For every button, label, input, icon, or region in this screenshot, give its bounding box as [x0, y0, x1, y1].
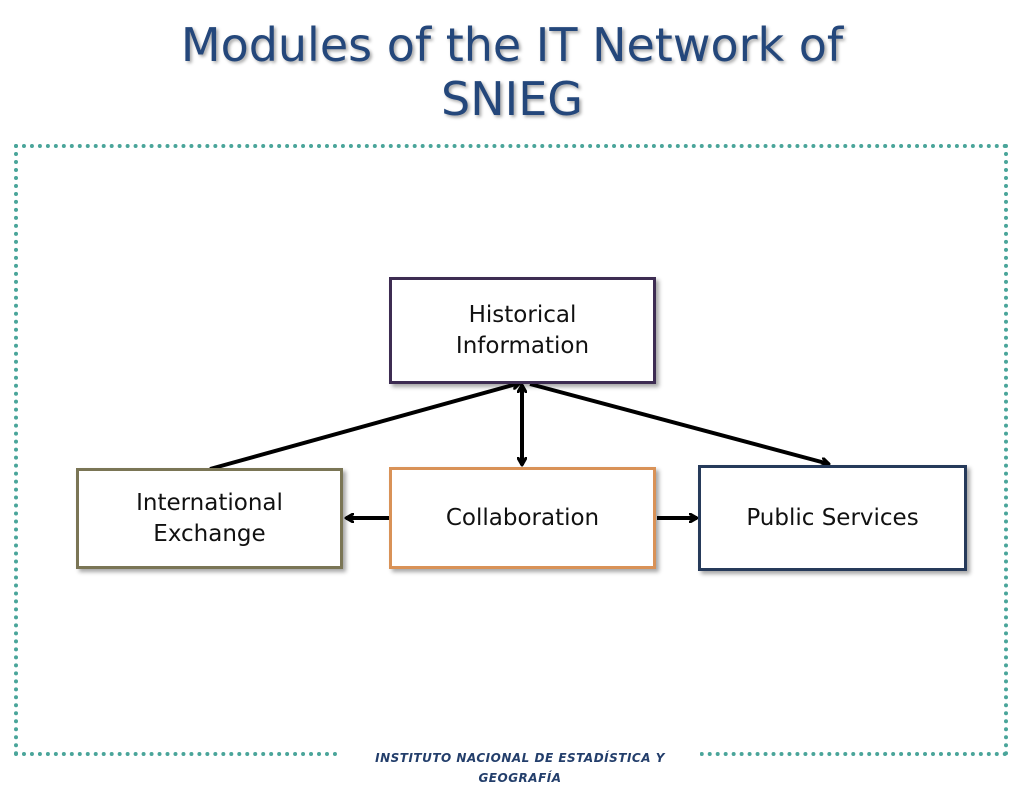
public-services-label: Public Services [746, 504, 919, 531]
historical-information-box: Historical Information [389, 277, 656, 384]
inegi-logo-text: INSTITUTO NACIONAL DE ESTADÍSTICA Y GEOG… [375, 751, 665, 785]
international-exchange-label: International Exchange [136, 488, 283, 550]
historical-information-line1: Historical [468, 301, 577, 328]
historical-information-line2: Information [455, 332, 590, 359]
slide-title: Modules of the IT Network of SNIEG [0, 18, 1024, 126]
collaboration-box: Collaboration [389, 467, 656, 569]
arrow-historical-to-public-services [529, 382, 829, 464]
international-exchange-line1: International [136, 489, 283, 516]
international-exchange-line2: Exchange [153, 520, 266, 547]
inegi-logo: INSTITUTO NACIONAL DE ESTADÍSTICA Y GEOG… [340, 748, 700, 785]
arrow-international-to-historical [209, 383, 520, 471]
slide-title-line2: SNIEG [441, 72, 583, 126]
historical-information-label: Historical Information [456, 300, 589, 362]
collaboration-label: Collaboration [445, 504, 600, 531]
public-services-box: Public Services [698, 465, 967, 571]
international-exchange-box: International Exchange [76, 468, 343, 569]
slide-title-line1: Modules of the IT Network of [180, 18, 844, 72]
diagram-arrows [209, 0, 1024, 768]
